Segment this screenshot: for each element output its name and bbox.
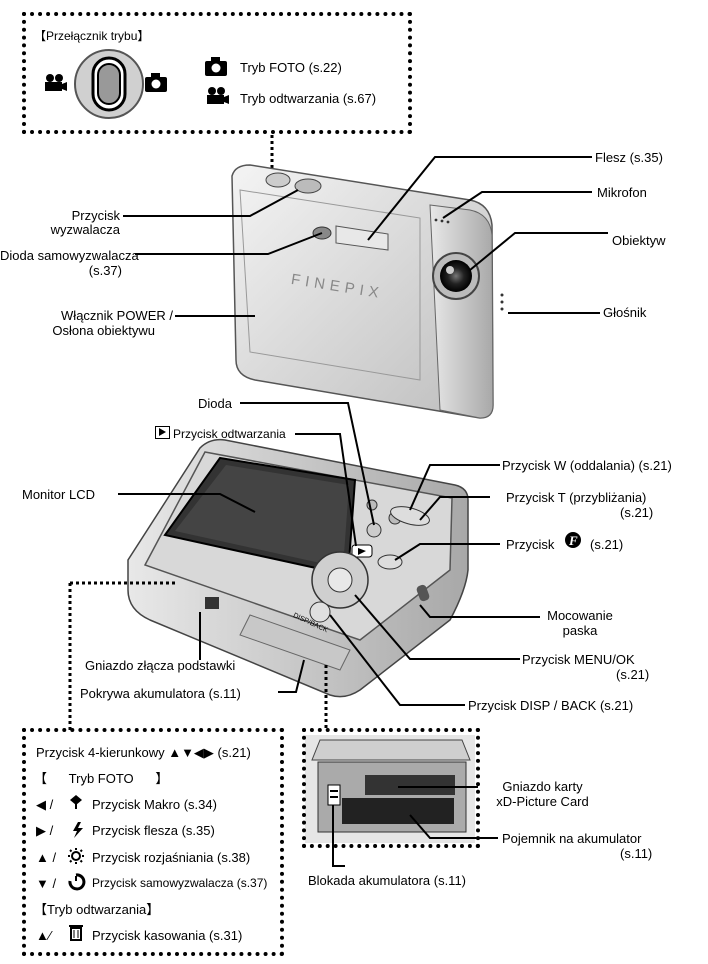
w-button-label: Przycisk W (oddalania) (s.21) (502, 458, 672, 473)
led-label: Dioda (198, 396, 232, 411)
self-timer-icon (68, 873, 86, 891)
camera-front (231, 164, 504, 419)
t-button-label-1: Przycisk T (przybliżania) (506, 490, 647, 505)
battery-cover-label: Pokrywa akumulatora (s.11) (80, 686, 241, 701)
microphone-label: Mikrofon (597, 185, 647, 200)
play-icon (155, 426, 170, 439)
camera-icon (145, 73, 167, 92)
lcd-monitor-label: Monitor LCD (22, 487, 95, 502)
mode-switch-title: 【Przełącznik trybu】 (34, 29, 150, 43)
self-timer-led-label-1: Dioda samowyzwalacza (0, 248, 139, 263)
menu-ok-label-2: (s.21) (616, 667, 650, 682)
four-way-title: Przycisk 4-kierunkowy ▲▼◀▶ (s.21) (36, 745, 251, 760)
mode-switch-box (22, 12, 412, 134)
mode-switch-graphic (45, 49, 167, 119)
power-switch-label-2: Osłona obiektywu (52, 323, 155, 338)
self-timer-key: ▼ / (36, 876, 57, 891)
playback-mode-label: Tryb odtwarzania (s.67) (240, 91, 377, 106)
speaker-label: Głośnik (603, 305, 647, 320)
shutter-label-1: Przycisk (71, 208, 120, 223)
movie-icon (207, 87, 229, 104)
camera-icon (205, 57, 227, 76)
xd-card-slot-label-2: xD-Picture Card (496, 794, 589, 809)
shutter-label-2: wyzwalacza (50, 222, 120, 237)
trash-icon (69, 925, 83, 941)
photo-mode-label: Tryb FOTO (s.22) (240, 60, 342, 75)
delete-key: ▲⁄ (36, 928, 52, 943)
battery-lock-label: Blokada akumulatora (s.11) (308, 873, 467, 888)
battery-box (302, 728, 480, 848)
brightness-icon (68, 848, 84, 864)
strap-mount-label-1: Mocowanie (547, 608, 613, 623)
flash-icon (73, 822, 83, 838)
flash-button-label: Przycisk flesza (s.35) (92, 823, 215, 838)
front-leader-lines (123, 156, 608, 317)
disp-back-label: Przycisk DISP / BACK (s.21) (468, 698, 634, 713)
dock-connector-label: Gniazdo złącza podstawki (85, 658, 236, 673)
lens-label: Obiektyw (612, 233, 666, 248)
f-button-label-a: Przycisk (506, 537, 555, 552)
playback-button-text: Przycisk odtwarzania (173, 427, 286, 441)
strap-mount-label-2: paska (562, 623, 598, 638)
self-timer-led-label-2: (s.37) (88, 263, 122, 278)
delete-button-label: Przycisk kasowania (s.31) (92, 928, 243, 943)
battery-holder-label-2: (s.11) (620, 846, 653, 861)
camera-back (127, 438, 469, 698)
self-timer-button-label: Przycisk samowyzwalacza (s.37) (92, 876, 268, 890)
f-button-label-b: (s.21) (590, 537, 624, 552)
movie-icon (45, 74, 67, 91)
legend-box (22, 728, 284, 956)
photo-mode-heading: 【 Tryb FOTO 】 (34, 771, 169, 786)
battery-leader-lines (332, 786, 498, 867)
power-switch-label-1: Włącznik POWER / (61, 308, 173, 323)
flash-key: ▶ / (36, 823, 54, 838)
brightness-button-label: Przycisk rozjaśniania (s.38) (92, 850, 251, 865)
playback-button-label: Przycisk odtwarzania (155, 426, 286, 442)
tulip-icon (70, 795, 82, 809)
playback-mode-heading: 【Tryb odtwarzania】 (34, 902, 160, 917)
macro-key: ◀ / (36, 797, 54, 812)
brightness-key: ▲ / (36, 850, 57, 865)
battery-holder-label-1: Pojemnik na akumulator (502, 831, 642, 846)
t-button-label-2: (s.21) (620, 505, 654, 520)
f-mode-icon: F (565, 532, 581, 548)
menu-ok-label-1: Przycisk MENU/OK (522, 652, 635, 667)
xd-card-slot-label-1: Gniazdo karty (502, 779, 583, 794)
back-leader-lines (118, 402, 540, 706)
flash-label: Flesz (s.35) (595, 150, 663, 165)
macro-button-label: Przycisk Makro (s.34) (92, 797, 217, 812)
svg-text:F: F (568, 533, 578, 548)
